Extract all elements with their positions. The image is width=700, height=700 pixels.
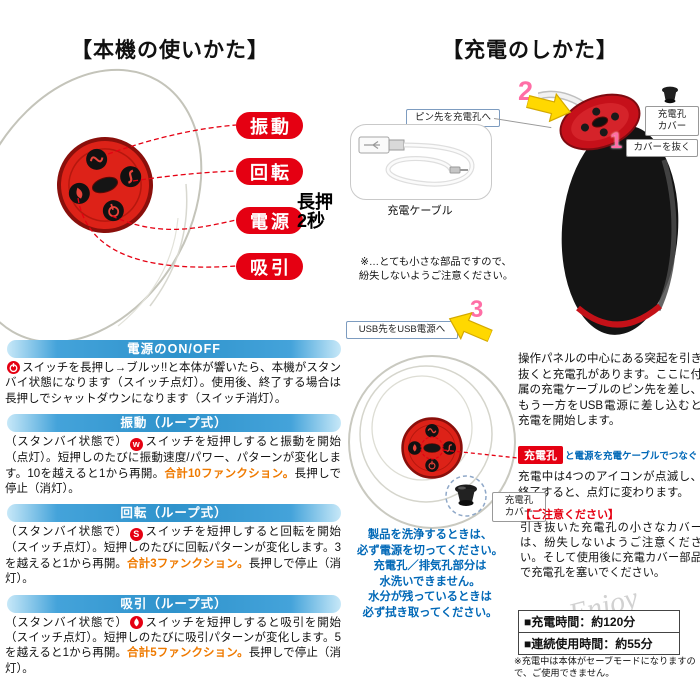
section-suction: 吸引（ループ式） （スタンバイ状態で）スイッチを短押しすると吸引を開始（スイッチ…: [5, 594, 343, 678]
instruction-sections: 電源のON/OFF スイッチを長押し→ブルッ!!と本体が響いたら、本機がスタンバ…: [5, 340, 343, 684]
control-panel-top-view: [401, 417, 463, 479]
long-press-text: 長押: [297, 192, 333, 212]
long-press-seconds: 2秒: [297, 211, 326, 231]
cover-label-bottom: 充電孔 カバー: [492, 492, 546, 522]
label-suction: 吸引: [236, 253, 303, 280]
function-count-highlight: 合計5ファンクション。: [127, 647, 249, 660]
yellow-arrow-step2-icon: [525, 92, 572, 123]
charge-port-cover-icon: [662, 86, 678, 104]
caution-title: 【ご注意ください】: [520, 509, 619, 521]
charge-hole-label: 充電孔: [518, 446, 563, 464]
step-1-number: 1: [610, 128, 623, 153]
small-parts-note: ※…とても小さな部品ですので、 紛失しないようご注意ください。: [358, 257, 514, 282]
rotation-icon: S: [129, 528, 143, 542]
control-panel: [57, 137, 153, 233]
suction-icon: [129, 615, 143, 629]
section-suction-header: 吸引（ループ式）: [7, 594, 341, 613]
section-suction-body: （スタンバイ状態で）スイッチを短押しすると吸引を開始（スイッチ点灯）。短押しのた…: [5, 615, 341, 675]
panel-top-view-illustration: [348, 355, 518, 529]
charge-hole-suffix: と電源を充電ケーブルでつなぐ: [565, 451, 698, 462]
step-3-number: 3: [470, 296, 484, 323]
label-rotation: 回転: [236, 158, 303, 185]
label-vibration: 振動: [236, 112, 303, 139]
device-outline-illustration: [0, 68, 237, 344]
cable-box: [350, 124, 492, 200]
spec-box: ■充電時間：約120分 ■連続使用時間：約55分: [518, 610, 680, 655]
section-rotation-header: 回転（ループ式）: [7, 504, 341, 523]
blink-text: 充電中は4つのアイコンが点滅し、終了すると、点灯に変わります。: [518, 471, 700, 499]
function-count-highlight: 合計3ファンクション。: [127, 557, 249, 570]
cover-label-top: 充電孔 カバー: [645, 106, 699, 136]
caution-text: 引き抜いた充電孔の小さなカバーは、紛失しないようご注意ください。そして使用後に充…: [520, 522, 700, 579]
label-power: 電源: [236, 207, 303, 234]
charge-port-cover-illustration: [445, 475, 487, 517]
section-power: 電源のON/OFF スイッチを長押し→ブルッ!!と本体が響いたら、本機がスタンバ…: [5, 340, 343, 407]
section-power-body: スイッチを長押し→ブルッ!!と本体が響いたら、本機がスタンバイ状態になります（ス…: [5, 361, 341, 405]
section-vibration-header: 振動（ループ式）: [7, 414, 341, 433]
yellow-arrow-step3-icon: [448, 312, 494, 343]
wash-warning: 製品を洗浄するときは、 必ず電源を切ってください。 充電孔／排気孔部分は 水洗い…: [357, 529, 503, 619]
vibration-icon: w: [129, 438, 143, 452]
usb-cable-illustration: [358, 136, 475, 187]
charging-instructions: 操作パネルの中心にある突起を引き抜くと充電孔があります。ここに付属の充電ケーブル…: [518, 353, 700, 427]
charging-device-illustration: [538, 90, 679, 335]
left-title: 【本機の使いかた】: [71, 38, 269, 62]
save-mode-note: ※充電中は本体がセーブモードになりますので、ご使用できません。: [514, 656, 696, 678]
charge-time: ■充電時間：約120分: [524, 615, 636, 629]
power-icon: [7, 361, 20, 374]
use-time: ■連続使用時間：約55分: [519, 632, 679, 654]
remove-cover-label: カバーを抜く: [626, 139, 698, 157]
right-title: 【充電のしかた】: [442, 38, 618, 62]
cable-label: 充電ケーブル: [387, 205, 453, 217]
function-count-highlight: 合計10ファンクション。: [164, 467, 295, 480]
usb-to-power-label: USB先をUSB電源へ: [346, 321, 458, 339]
long-press-note: 長押 2秒: [297, 193, 333, 231]
charge-hole-row: 充電孔 と電源を充電ケーブルでつなぐ: [518, 446, 700, 464]
section-power-header: 電源のON/OFF: [7, 340, 341, 358]
device-top-panel: [559, 93, 641, 151]
